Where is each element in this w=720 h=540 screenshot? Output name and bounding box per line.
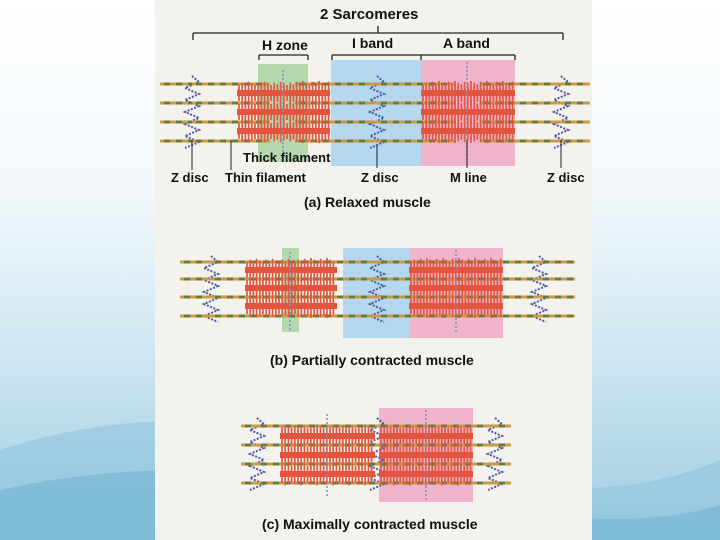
myosin-heads (380, 424, 472, 448)
z-disc (182, 75, 202, 149)
z-disc (367, 255, 387, 323)
z-disc (367, 75, 387, 149)
filaments-relaxed (160, 62, 590, 160)
myosin-heads (422, 81, 514, 105)
myosin-heads (281, 462, 373, 486)
z-disc-middle-label: Z disc (361, 170, 399, 185)
z-disc-left-label: Z disc (171, 170, 209, 185)
z-disc (485, 417, 505, 491)
sarcomeres-label: 2 Sarcomeres (320, 6, 419, 23)
caption-partial: (b) Partially contracted muscle (270, 352, 474, 368)
filaments-maximal (241, 410, 511, 500)
z-disc (551, 75, 571, 149)
z-disc (247, 417, 267, 491)
z-disc-right-label: Z disc (547, 170, 585, 185)
myosin-heads (238, 100, 330, 124)
filaments-partial (180, 250, 575, 332)
label-leader-lines (191, 140, 562, 170)
myosin-heads (246, 294, 335, 318)
figure-panel (155, 0, 592, 540)
myosin-heads (422, 119, 514, 143)
thick-filament-label: Thick filament (243, 150, 331, 165)
myosin-heads (281, 424, 373, 448)
a-band-label: A band (443, 35, 490, 51)
caption-relaxed: (a) Relaxed muscle (304, 194, 431, 210)
myosin-heads (410, 258, 502, 282)
myosin-heads (246, 276, 335, 300)
myosin-heads (238, 81, 330, 105)
myosin-heads (380, 462, 472, 486)
h-zone-label: H zone (262, 37, 308, 53)
caption-maximal: (c) Maximally contracted muscle (262, 516, 478, 532)
sarcomeres-bracket (192, 26, 564, 60)
myosin-heads (410, 294, 502, 318)
myosin-heads (246, 258, 335, 282)
i-band-label: I band (352, 35, 394, 51)
m-line-label: M line (450, 170, 487, 185)
sarcomere-diagram (160, 26, 590, 502)
myosin-heads (422, 100, 514, 124)
thin-filament-label: Thin filament (225, 170, 306, 185)
myosin-heads (380, 443, 472, 467)
z-disc (201, 255, 221, 323)
myosin-heads (410, 276, 502, 300)
z-disc (529, 255, 549, 323)
myosin-heads (281, 443, 373, 467)
myosin-heads (238, 119, 330, 143)
